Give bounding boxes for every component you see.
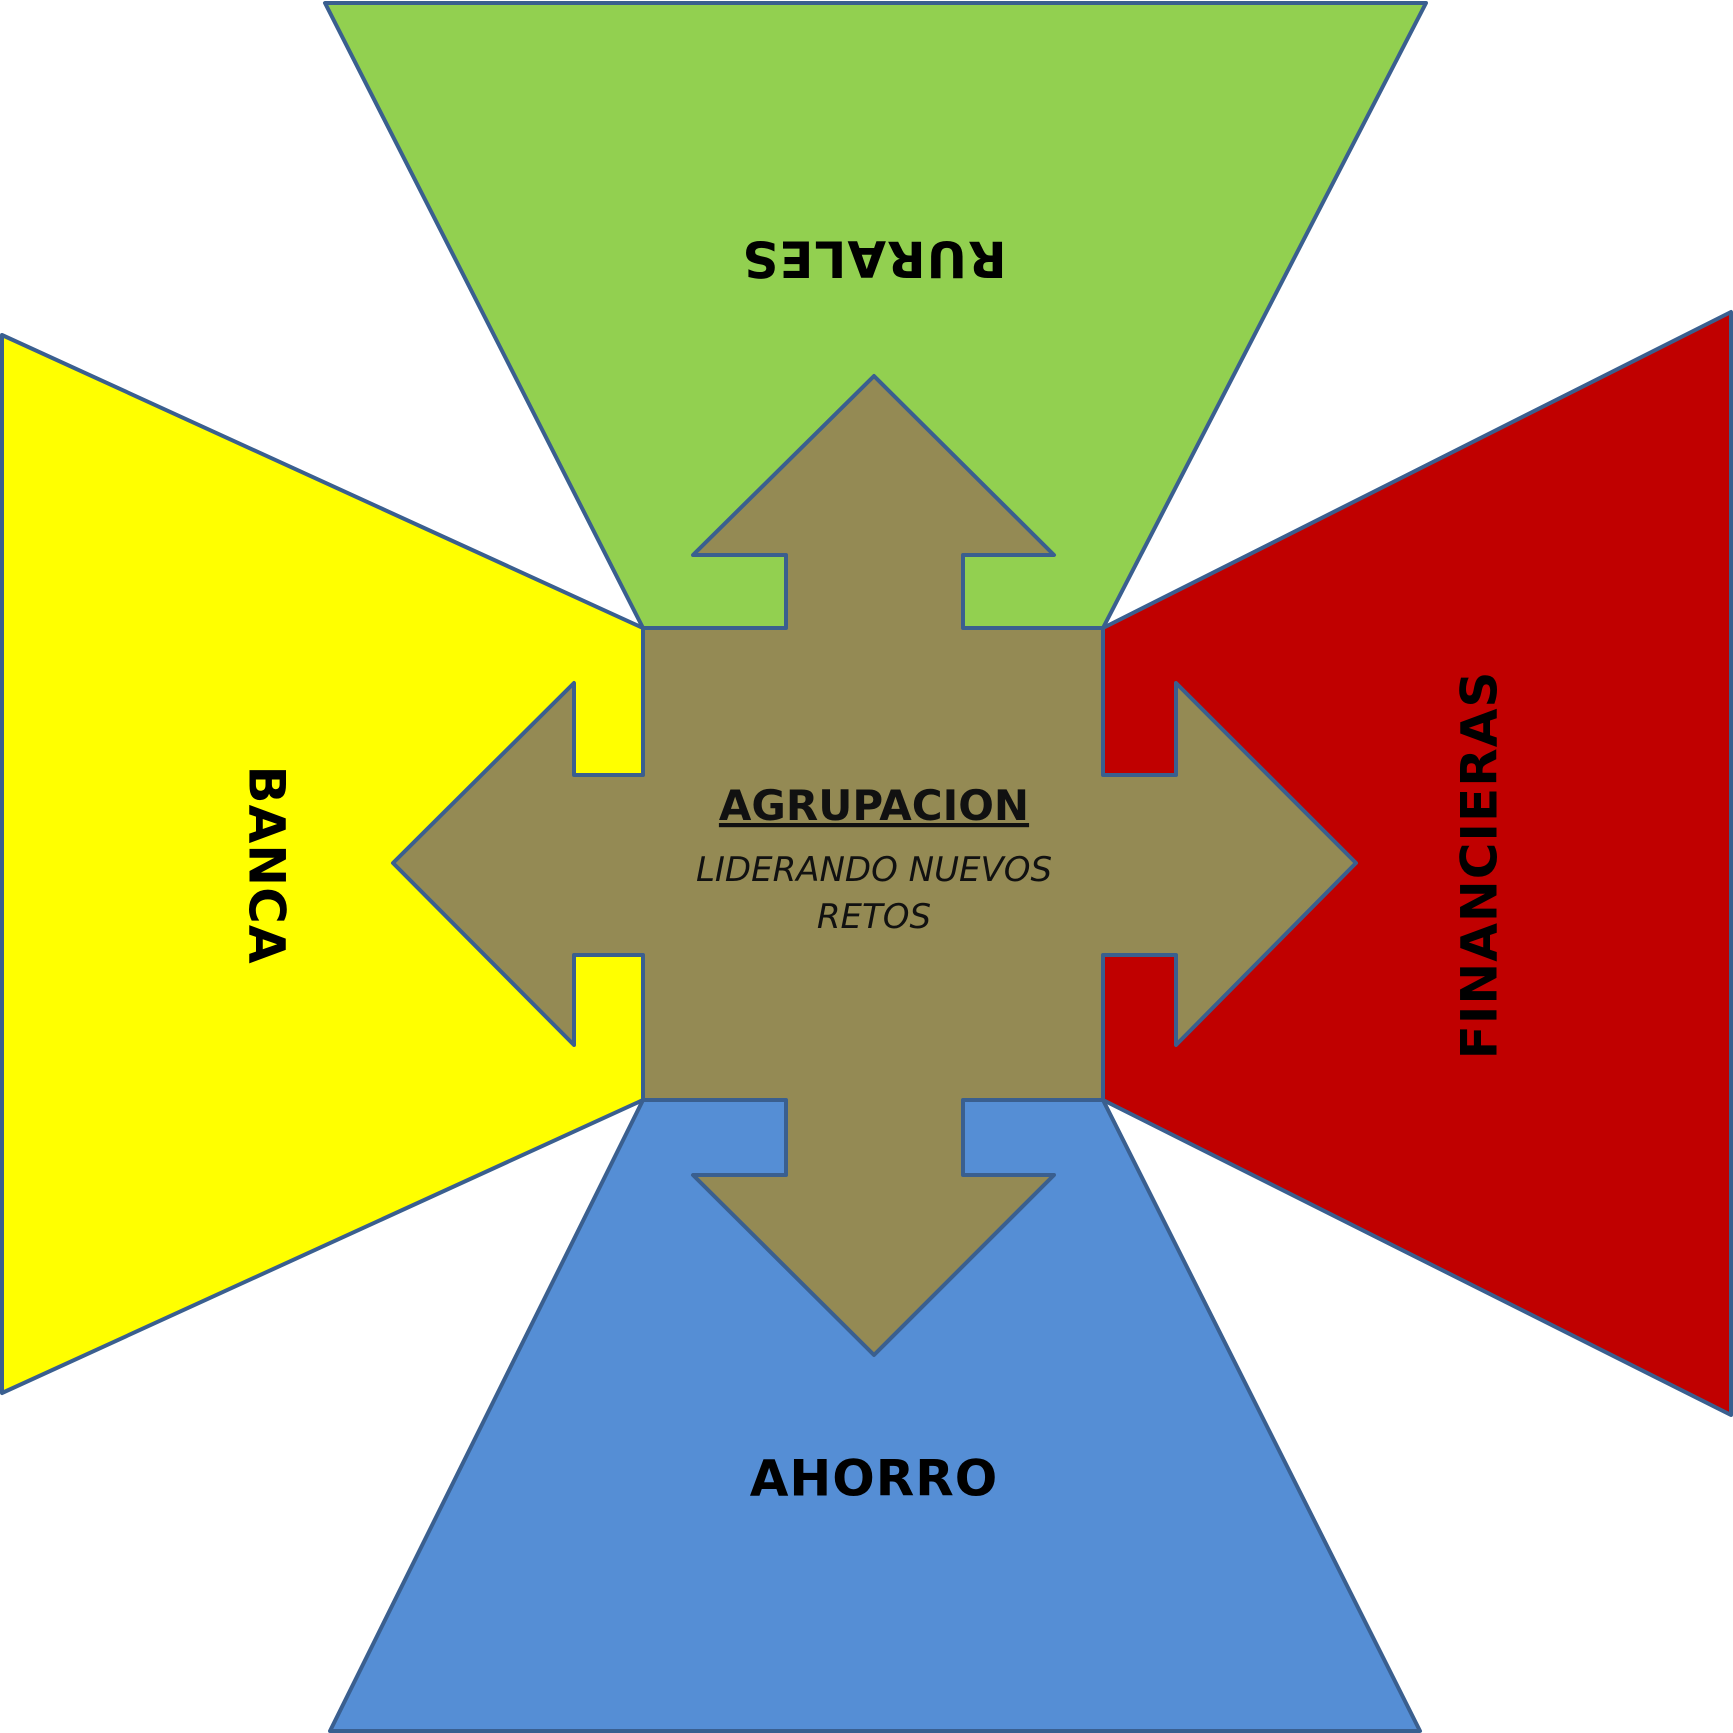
center-subtitle-line2: RETOS: [817, 897, 931, 937]
sector-right-label: FINANCIERAS: [1451, 671, 1509, 1060]
center-quad-arrow: [391, 374, 1358, 1357]
center-title: AGRUPACION: [719, 781, 1029, 830]
sector-left-label: BANCA: [238, 765, 296, 964]
sector-bottom-label: AHORRO: [750, 1450, 999, 1508]
sector-top-label: RURALES: [741, 230, 1006, 288]
center-subtitle-line1: LIDERANDO NUEVOS: [696, 850, 1052, 890]
